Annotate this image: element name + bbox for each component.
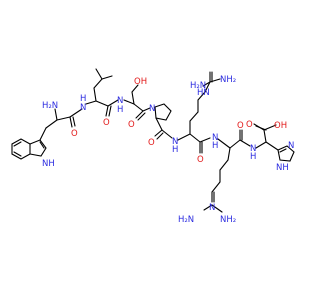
label-o-leu: O [103, 118, 110, 128]
molecule-diagram: H₂N NH O H N O N H OH O N O H N O HN H₂N… [11, 68, 295, 225]
label-nh-arg1-side: HN [197, 88, 210, 98]
label-nh-indole: NH [42, 159, 55, 169]
label-n-arg2: N [212, 133, 218, 143]
label-o-his-acid: O [246, 120, 253, 130]
label-h-n-his: H [250, 152, 256, 162]
label-n-his-ring: N [288, 141, 294, 151]
label-nh2-arg2-b: NH₂ [220, 215, 236, 225]
label-o-pro: O [148, 138, 155, 148]
label-n-pro: N [149, 104, 155, 114]
label-nh-his-ring: NH [276, 163, 289, 173]
label-h-n-leu: H [80, 94, 86, 104]
indole-pyrrole-ring [29, 139, 47, 157]
leu-carbonyl-bond [95, 100, 109, 107]
trp-ch2-bond [39, 127, 47, 141]
arg2-carbonyl-bond [229, 139, 241, 149]
atom-labels: H₂N NH O H N O N H OH O N O H N O HN H₂N… [42, 75, 294, 225]
label-nh2-trp: H₂N [42, 101, 58, 111]
bonds [11, 68, 295, 213]
label-o-arg2: O [237, 121, 244, 131]
imidazole-ring [277, 145, 295, 162]
label-oh-his-acid: OH [274, 121, 287, 131]
trp-carbonyl-bond [56, 116, 71, 121]
label-n-ser: N [117, 96, 123, 106]
ser-carbonyl-bond [133, 103, 144, 112]
label-n-his: N [250, 144, 256, 154]
label-o-ser: O [128, 120, 135, 130]
proline-ring [154, 103, 172, 121]
peptide-structure: H₂N NH O H N O N H OH O N O H N O HN H₂N… [11, 68, 295, 225]
label-o-arg1: O [197, 155, 204, 165]
label-oh-ser: OH [134, 77, 147, 87]
arg1-carbonyl-bond [189, 133, 201, 143]
label-h-n-ser: H [117, 105, 123, 115]
label-nh2-arg2-a: H₂N [178, 215, 194, 225]
label-o-trp: O [71, 129, 78, 139]
label-h-n-arg1: H [172, 145, 178, 155]
label-nh2-arg1-a: H₂N [190, 81, 206, 91]
label-n-leu: N [80, 103, 86, 113]
label-nh2-arg1-b: NH₂ [220, 75, 236, 85]
label-h-n-arg2: H [212, 141, 218, 151]
label-n-arg2-side: N [209, 203, 215, 213]
label-n-arg1: N [172, 137, 178, 147]
